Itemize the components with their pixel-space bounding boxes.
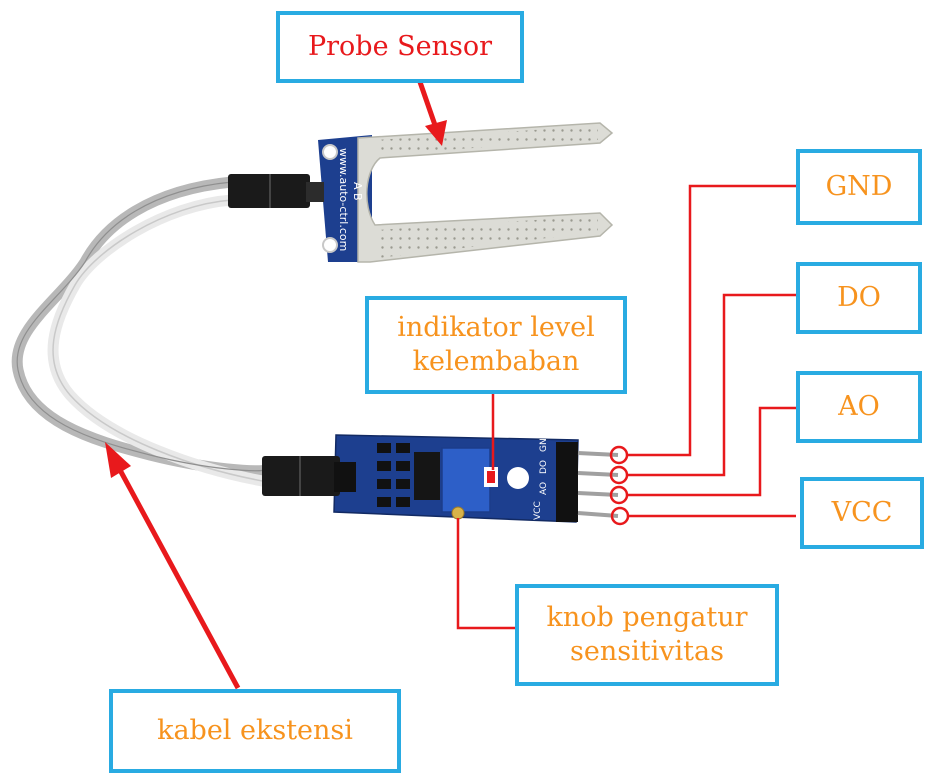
ao-text: AO xyxy=(838,391,880,423)
ao-label: AO xyxy=(796,371,922,443)
probe-sensor-text: Probe Sensor xyxy=(307,31,493,63)
gnd-label: GND xyxy=(796,149,922,225)
vcc-label: VCC xyxy=(800,477,924,549)
probe-silkscreen-text: www.auto-ctrl.com xyxy=(337,148,350,251)
knob-text-line2: sensitivitas xyxy=(570,636,724,667)
do-text: DO xyxy=(837,282,881,314)
indikator-text-line1: indikator level xyxy=(397,312,595,344)
module-pin-label-gnd: GND xyxy=(539,431,549,452)
knob-label: knob pengatur sensitivitas xyxy=(515,584,779,686)
gnd-text: GND xyxy=(825,171,893,203)
annotation-arrows xyxy=(105,81,447,690)
kabel-ekstensi-text: kabel ekstensi xyxy=(157,715,353,747)
indikator-label: indikator level kelembaban xyxy=(365,296,627,394)
indikator-text-line2: kelembaban xyxy=(412,346,580,377)
probe-sensor-board: www.auto-ctrl.com A B xyxy=(228,122,614,263)
probe-sensor-label: Probe Sensor xyxy=(276,11,524,83)
vcc-text: VCC xyxy=(831,497,893,529)
module-pin-label-ao: AO xyxy=(539,482,549,495)
sensor-module-board: VCC AO DO GND xyxy=(262,431,619,523)
kabel-ekstensi-label: kabel ekstensi xyxy=(109,689,401,773)
module-pin-label-do: DO xyxy=(539,460,549,474)
pin-leaders xyxy=(456,184,796,630)
probe-pin-text: A B xyxy=(351,182,364,201)
extension-cable xyxy=(11,176,274,488)
do-label: DO xyxy=(796,262,922,334)
knob-text-line1: knob pengatur xyxy=(546,602,748,634)
module-pin-label-vcc: VCC xyxy=(533,501,543,520)
